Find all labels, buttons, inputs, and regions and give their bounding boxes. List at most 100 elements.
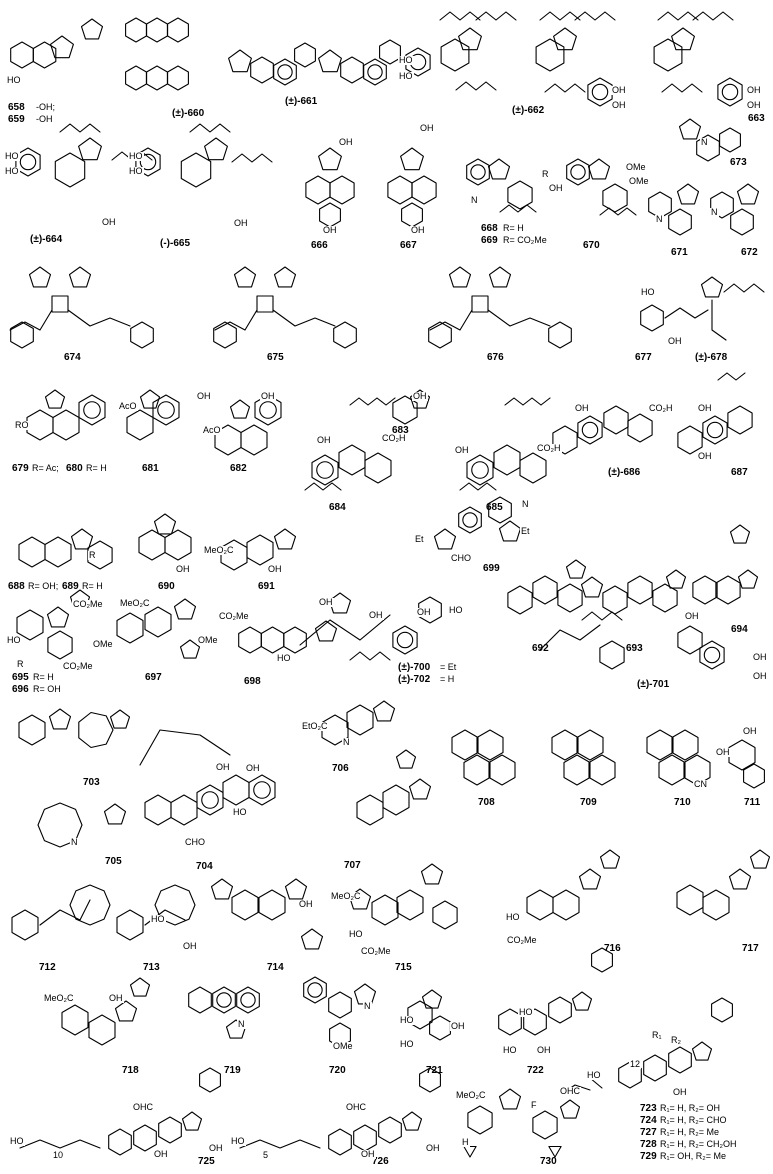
aromatic-circle bbox=[706, 421, 724, 439]
chain bbox=[139, 729, 231, 766]
six-membered-ring bbox=[668, 1046, 692, 1074]
six-membered-ring bbox=[364, 452, 392, 484]
atom-n: N bbox=[470, 195, 479, 205]
aromatic-circle bbox=[253, 781, 271, 799]
atom-oh: OH bbox=[260, 391, 276, 401]
five-membered-ring bbox=[498, 1088, 522, 1110]
note-679: R= Ac; bbox=[32, 463, 59, 473]
chain bbox=[664, 307, 709, 319]
label-697: 697 bbox=[145, 672, 162, 683]
aromatic-circle bbox=[570, 164, 586, 180]
six-membered-ring bbox=[652, 583, 678, 613]
prenyl-chain bbox=[574, 11, 616, 21]
atom-h: H bbox=[461, 1137, 470, 1147]
label-683: 683 bbox=[392, 425, 409, 436]
six-membered-ring bbox=[727, 405, 753, 435]
five-membered-ring bbox=[671, 27, 695, 51]
five-membered-ring bbox=[599, 849, 621, 869]
six-membered-ring bbox=[563, 754, 591, 786]
aromatic-ring bbox=[303, 976, 327, 1004]
label-660: (±)-660 bbox=[172, 108, 205, 119]
atom-n: N bbox=[655, 214, 664, 224]
aromatic-circle bbox=[703, 646, 721, 664]
atom-aco: AcO bbox=[118, 401, 138, 411]
atom-oh: OH bbox=[450, 1021, 466, 1031]
six-membered-ring bbox=[526, 889, 554, 921]
aromatic-ring bbox=[152, 394, 180, 426]
atom-ho: HO bbox=[399, 1015, 415, 1025]
label-677: 677 bbox=[635, 352, 652, 363]
five-membered-ring bbox=[553, 27, 577, 51]
prenyl-chain bbox=[304, 482, 342, 491]
aromatic-circle bbox=[201, 791, 219, 809]
label-658: 658 bbox=[8, 102, 25, 113]
five-membered-ring bbox=[665, 569, 687, 589]
prenyl-chain bbox=[723, 283, 765, 293]
six-membered-ring bbox=[88, 1014, 116, 1046]
atom-ome: OMe bbox=[625, 162, 647, 172]
atom-n: N bbox=[710, 207, 719, 217]
label-716: 716 bbox=[604, 943, 621, 954]
aromatic-circle bbox=[471, 461, 489, 479]
aromatic-ring bbox=[78, 394, 106, 426]
prenyl-chain bbox=[661, 83, 703, 93]
six-membered-ring bbox=[130, 321, 154, 349]
six-membered-ring bbox=[715, 575, 741, 605]
six-membered-ring bbox=[378, 1116, 402, 1144]
atom-ho: HO bbox=[399, 1039, 415, 1049]
five-membered-ring bbox=[737, 569, 759, 589]
six-membered-ring bbox=[170, 794, 198, 826]
six-membered-ring bbox=[10, 321, 34, 349]
cyclobutane-ring bbox=[471, 295, 489, 313]
aromatic-circle bbox=[307, 982, 323, 998]
note-700: = Et bbox=[440, 662, 457, 672]
aromatic-ring bbox=[392, 625, 418, 655]
five-membered-ring bbox=[129, 977, 151, 997]
five-membered-ring bbox=[139, 389, 161, 409]
six-membered-ring bbox=[488, 496, 512, 524]
prenyl-chain bbox=[581, 611, 623, 621]
six-membered-ring bbox=[126, 409, 154, 441]
six-membered-ring bbox=[653, 38, 683, 72]
five-membered-ring bbox=[109, 709, 131, 729]
six-membered-ring bbox=[338, 444, 366, 476]
five-membered-ring bbox=[273, 266, 297, 288]
six-membered-ring bbox=[294, 42, 316, 68]
atom-oh: OH bbox=[338, 137, 354, 147]
six-membered-ring bbox=[133, 1124, 157, 1152]
label-709: 709 bbox=[580, 797, 597, 808]
label-711: 711 bbox=[744, 797, 761, 808]
chain bbox=[487, 309, 551, 327]
six-membered-ring bbox=[138, 529, 166, 561]
six-membered-ring bbox=[387, 175, 413, 205]
six-membered-ring bbox=[125, 65, 147, 91]
label-703: 703 bbox=[83, 777, 100, 788]
atom-n: N bbox=[237, 1019, 246, 1029]
six-membered-ring bbox=[702, 889, 730, 921]
label-670: 670 bbox=[583, 240, 600, 251]
note-702: = H bbox=[440, 674, 455, 684]
six-membered-ring bbox=[429, 1015, 451, 1041]
six-membered-ring bbox=[356, 794, 384, 826]
prenyl-chain bbox=[544, 83, 586, 93]
atom-oh: OH bbox=[245, 763, 261, 773]
fused-ring bbox=[260, 626, 285, 654]
atom-eto2c: EtO₂C bbox=[301, 721, 329, 731]
atom-oh: OH bbox=[108, 993, 124, 1003]
chain bbox=[67, 309, 131, 327]
atom-oh: OH bbox=[412, 391, 428, 401]
six-membered-ring bbox=[519, 452, 547, 484]
label-708: 708 bbox=[478, 797, 495, 808]
six-membered-ring bbox=[319, 202, 341, 228]
label-694: 694 bbox=[731, 624, 748, 635]
label-695: 695 bbox=[12, 672, 29, 683]
six-membered-ring bbox=[676, 884, 704, 916]
six-membered-ring bbox=[476, 729, 504, 761]
atom-oh: OH bbox=[153, 1149, 169, 1159]
atom-oh: OH bbox=[233, 218, 249, 228]
six-membered-ring bbox=[125, 17, 147, 43]
aromatic-ring bbox=[405, 47, 431, 77]
atom-oh: OH bbox=[746, 100, 762, 110]
label-681: 681 bbox=[142, 463, 159, 474]
